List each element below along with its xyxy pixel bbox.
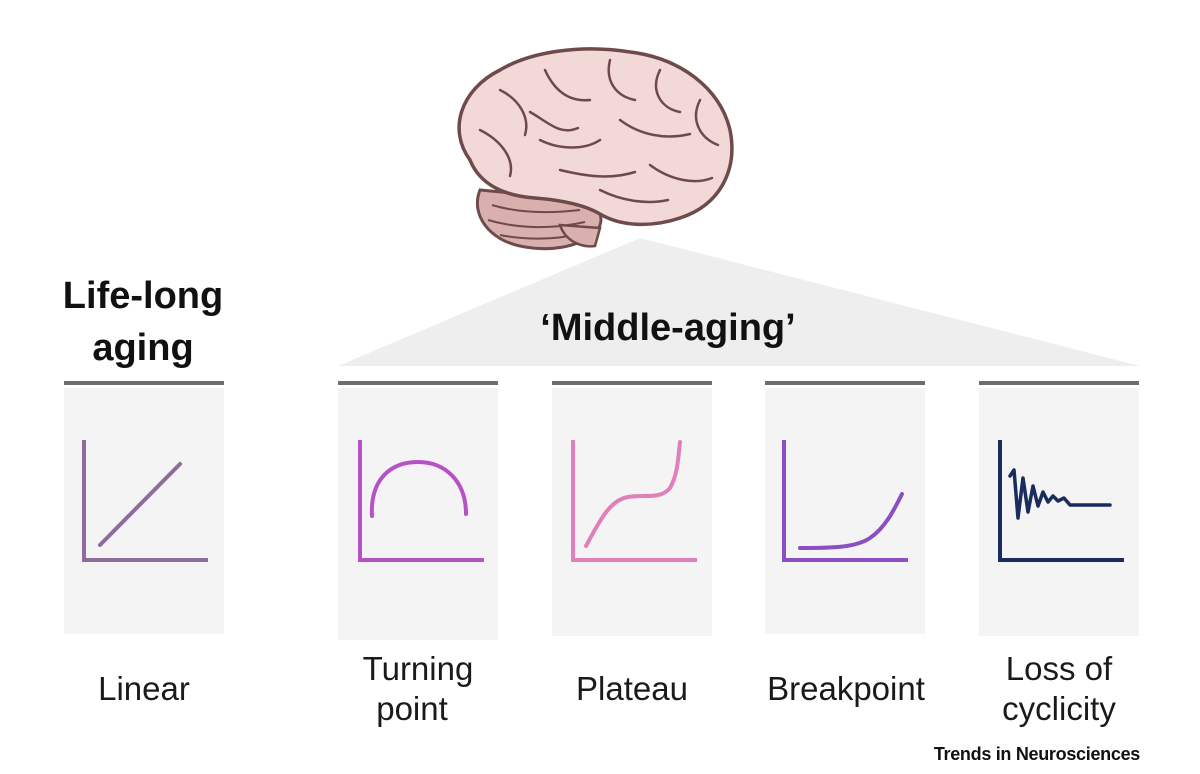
middle-aging-heading: ‘Middle-aging’: [540, 307, 795, 349]
curve-breakpoint: [798, 492, 904, 550]
pattern-panel-turning-point: Turning point: [338, 381, 498, 727]
axes-turning-point: [358, 440, 484, 562]
axes-plateau: [571, 440, 697, 562]
axes-linear: [82, 440, 208, 562]
panel-background: [338, 388, 498, 640]
pattern-label-loss-of-cyclicity-line-1: Loss of: [1006, 650, 1113, 687]
life-long-aging-heading: Life-long aging: [63, 275, 223, 369]
pattern-panel-loss-of-cyclicity: Loss of cyclicity: [979, 381, 1139, 727]
life-long-heading-line-2: aging: [92, 327, 193, 369]
axes-breakpoint: [782, 440, 908, 562]
pattern-label-turning-point-line-1: Turning: [363, 650, 474, 687]
pattern-label-loss-of-cyclicity-line-2: cyclicity: [1002, 690, 1116, 727]
pattern-panel-breakpoint: Breakpoint: [765, 381, 925, 707]
pattern-label-turning-point-line-2: point: [376, 690, 448, 727]
axes-loss-of-cyclicity: [998, 440, 1124, 562]
panel-top-bar: [64, 381, 224, 385]
panel-background: [765, 388, 925, 634]
panel-top-bar: [338, 381, 498, 385]
panel-background: [64, 388, 224, 634]
pattern-label-linear: Linear: [98, 670, 190, 707]
curve-plateau: [584, 440, 682, 548]
pattern-panel-plateau: Plateau: [552, 381, 712, 707]
middle-aging-banner: [338, 238, 1140, 366]
pattern-label-plateau: Plateau: [576, 670, 688, 707]
curve-turning-point: [369, 459, 468, 518]
life-long-heading-line-1: Life-long: [63, 275, 223, 317]
brain-icon: [457, 47, 734, 251]
curve-loss-of-cyclicity: [1008, 468, 1112, 520]
curve-linear: [98, 462, 182, 547]
pattern-panel-linear: Linear: [64, 381, 224, 707]
panel-top-bar: [765, 381, 925, 385]
panel-top-bar: [979, 381, 1139, 385]
panel-top-bar: [552, 381, 712, 385]
panel-background: [979, 388, 1139, 636]
journal-credit: Trends in Neurosciences: [934, 744, 1140, 764]
pattern-label-breakpoint: Breakpoint: [767, 670, 925, 707]
panel-background: [552, 388, 712, 636]
